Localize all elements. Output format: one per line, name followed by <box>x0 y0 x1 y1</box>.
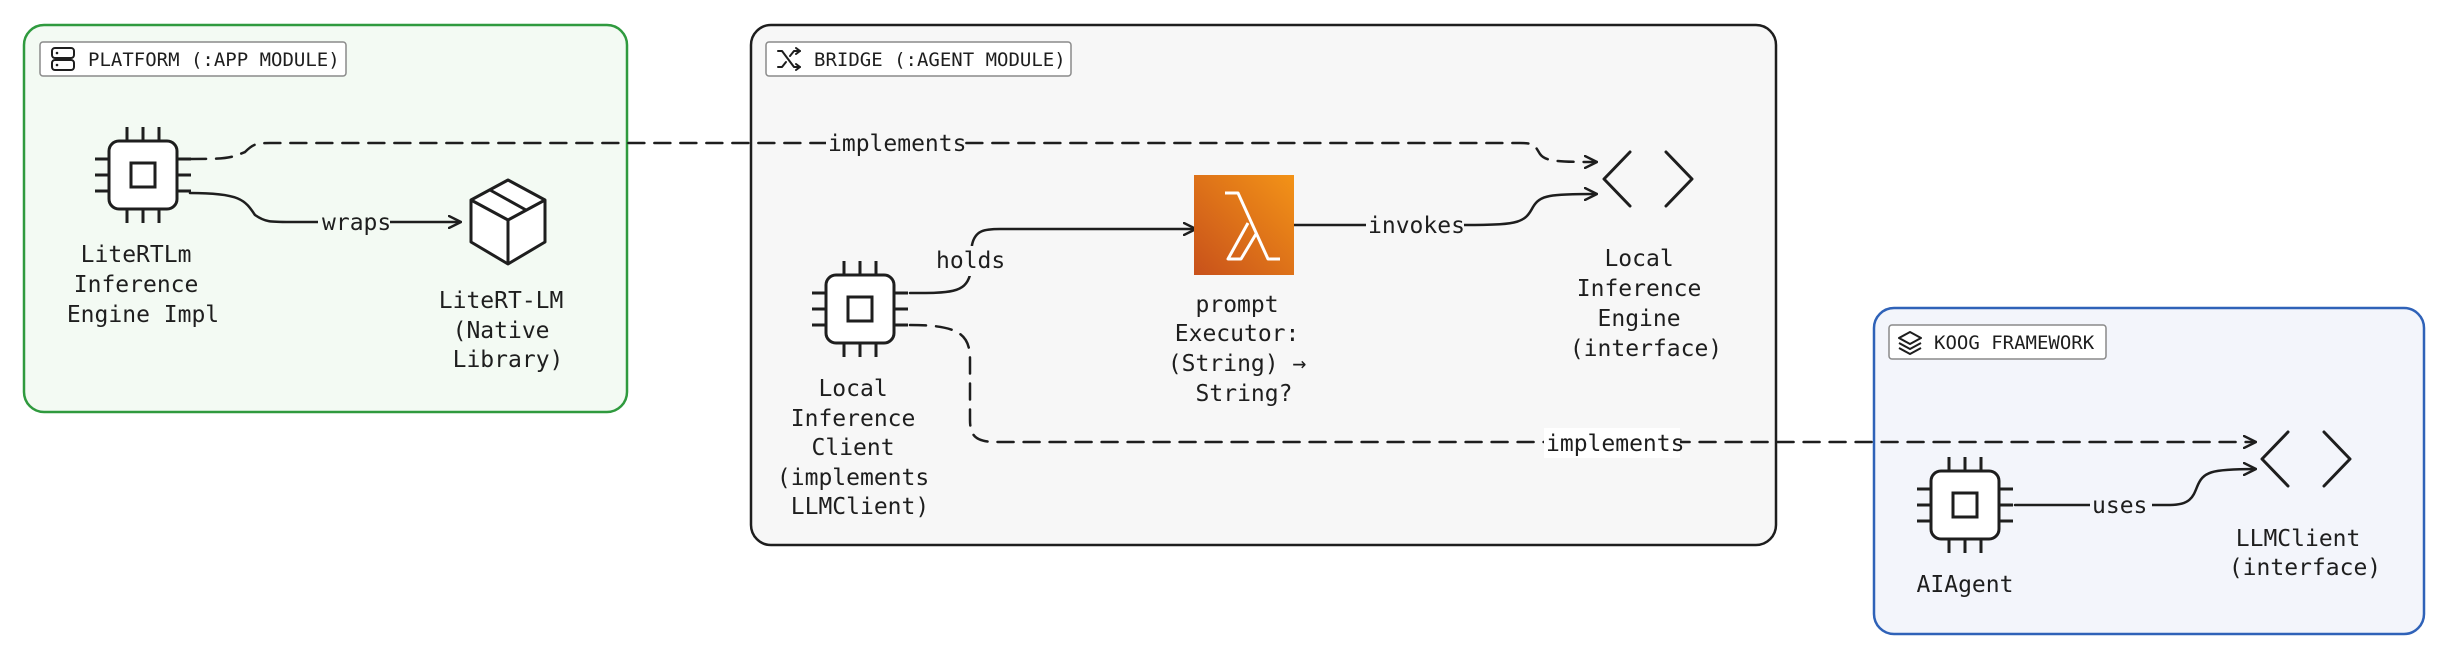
group-koog: KOOG FRAMEWORK <box>1872 306 2426 636</box>
node-ai-agent: AIAgent <box>1915 455 2015 598</box>
node-litertlm-impl-label: LiteRTLm Inference Engine Impl <box>67 242 219 328</box>
node-litertlm-impl: LiteRTLm Inference Engine Impl <box>67 125 219 328</box>
edge-label-implements-top: implements <box>828 131 966 157</box>
edge-uses <box>2013 469 2255 507</box>
node-llmclient-interface-label: LLMClient (interface) <box>2229 526 2381 581</box>
node-litert-native-label: LiteRT-LM (Native Library) <box>439 288 577 373</box>
node-local-inference-client-label: Local Inference Client (implements LLMCl… <box>777 376 943 520</box>
group-platform-title: PLATFORM (:APP MODULE) <box>88 49 340 71</box>
node-ai-agent-label: AIAgent <box>1917 572 2014 598</box>
edge-wraps <box>188 191 460 222</box>
node-local-inference-client: Local Inference Client (implements LLMCl… <box>777 259 943 520</box>
edge-label-implements-bottom: implements <box>1546 431 1684 457</box>
package-icon <box>469 178 547 266</box>
edge-label-invokes: invokes <box>1368 213 1465 239</box>
group-bridge-title: BRIDGE (:AGENT MODULE) <box>814 49 1066 71</box>
layers-icon <box>1898 331 1922 355</box>
lambda-icon <box>1194 175 1294 275</box>
server-icon <box>51 47 75 71</box>
edge-invokes <box>1291 194 1596 227</box>
code-brackets-icon <box>1602 150 1694 208</box>
edge-label-holds: holds <box>936 248 1005 274</box>
code-brackets-icon <box>2260 430 2352 488</box>
node-local-inference-engine-label: Local Inference Engine (interface) <box>1570 246 1722 362</box>
edge-label-uses: uses <box>2092 493 2147 519</box>
group-koog-title: KOOG FRAMEWORK <box>1934 332 2095 354</box>
node-litert-native: LiteRT-LM (Native Library) <box>439 178 577 373</box>
edge-implements-bottom <box>908 323 2255 442</box>
group-bridge: BRIDGE (:AGENT MODULE) <box>749 23 1778 547</box>
node-prompt-executor-label: prompt Executor: (String) → String? <box>1168 292 1320 407</box>
node-local-inference-engine-interface: Local Inference Engine (interface) <box>1570 150 1722 362</box>
shuffle-icon <box>777 47 801 71</box>
edge-label-wraps: wraps <box>322 210 391 236</box>
node-llmclient-interface: LLMClient (interface) <box>2229 430 2381 581</box>
node-prompt-executor: prompt Executor: (String) → String? <box>1168 175 1320 407</box>
